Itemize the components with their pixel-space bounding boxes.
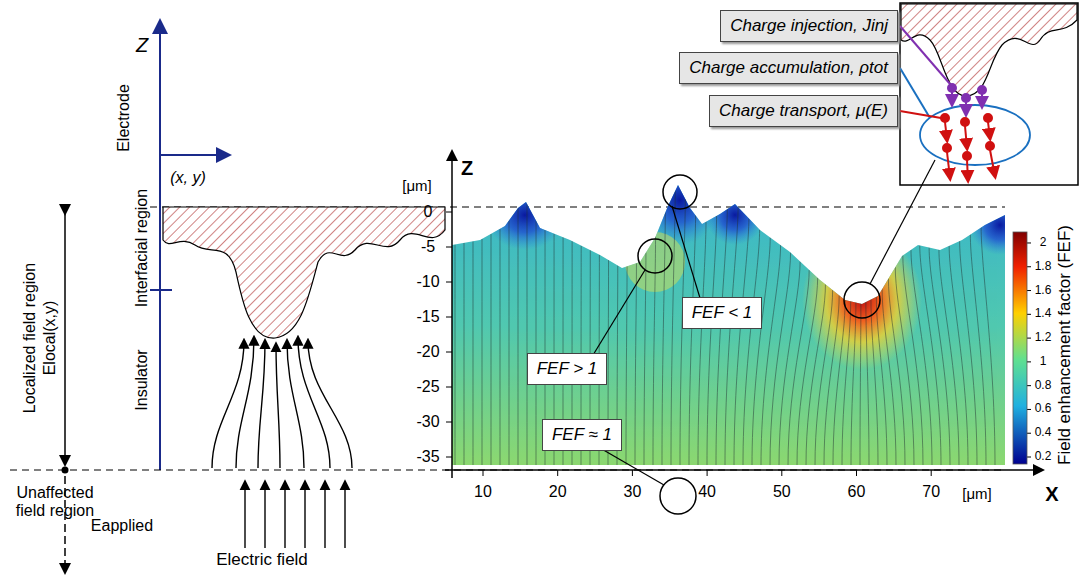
label: 40 bbox=[698, 483, 716, 501]
node-text: Charge accumulation, ρtot bbox=[689, 58, 888, 78]
label: 0.8 bbox=[1035, 379, 1052, 392]
node-text: FEF > 1 bbox=[537, 359, 598, 379]
label: 0.6 bbox=[1035, 403, 1052, 416]
label: 30 bbox=[623, 483, 641, 501]
label: Localized field region bbox=[21, 263, 39, 413]
node-text: Charge injection, Jinj bbox=[730, 16, 888, 36]
label: 20 bbox=[549, 483, 567, 501]
label: Electrode bbox=[115, 84, 133, 152]
label: 0.2 bbox=[1035, 450, 1052, 463]
label: 2 bbox=[1040, 236, 1047, 249]
label: 1 bbox=[1040, 355, 1047, 368]
label: 1.6 bbox=[1035, 284, 1052, 297]
label: Z bbox=[136, 34, 148, 56]
node-text: Charge transport, μ(E) bbox=[719, 101, 888, 121]
label: 1.8 bbox=[1035, 260, 1052, 273]
label: -35 bbox=[416, 448, 439, 466]
label: -15 bbox=[416, 308, 439, 326]
label: -10 bbox=[416, 273, 439, 291]
label: 50 bbox=[773, 483, 791, 501]
label: 0 bbox=[424, 203, 433, 221]
label: Eapplied bbox=[91, 517, 153, 535]
label: Insulator bbox=[133, 349, 151, 410]
label: X bbox=[1045, 483, 1058, 505]
label: 60 bbox=[848, 483, 866, 501]
callout-box: Charge injection, Jinj bbox=[720, 10, 898, 42]
label: Z bbox=[461, 157, 473, 179]
callout-box: Charge accumulation, ρtot bbox=[679, 52, 898, 84]
label: 10 bbox=[474, 483, 492, 501]
callout-box: Charge transport, μ(E) bbox=[709, 95, 898, 127]
label: 70 bbox=[922, 483, 940, 501]
label: -5 bbox=[421, 238, 435, 256]
node-text: FEF < 1 bbox=[692, 303, 753, 323]
label: Unaffected field region bbox=[5, 484, 105, 519]
node-text: FEF ≈ 1 bbox=[552, 425, 612, 445]
fef-box: FEF < 1 bbox=[682, 297, 763, 329]
label: 0.4 bbox=[1035, 427, 1052, 440]
label: -30 bbox=[416, 413, 439, 431]
label: -20 bbox=[416, 343, 439, 361]
label: (x, y) bbox=[170, 169, 206, 187]
label: Interfacial region bbox=[133, 189, 151, 307]
label: -25 bbox=[416, 378, 439, 396]
label: [μm] bbox=[402, 178, 431, 195]
fef-box: FEF ≈ 1 bbox=[542, 419, 622, 451]
label: 1.4 bbox=[1035, 308, 1052, 321]
label: Field enhancement factor (FEF) bbox=[1056, 225, 1075, 465]
fef-box: FEF > 1 bbox=[527, 353, 608, 385]
label: 1.2 bbox=[1035, 332, 1052, 345]
label: Electric field bbox=[216, 551, 308, 570]
label: Elocal(x,y) bbox=[41, 301, 59, 376]
label: [μm] bbox=[962, 486, 991, 503]
